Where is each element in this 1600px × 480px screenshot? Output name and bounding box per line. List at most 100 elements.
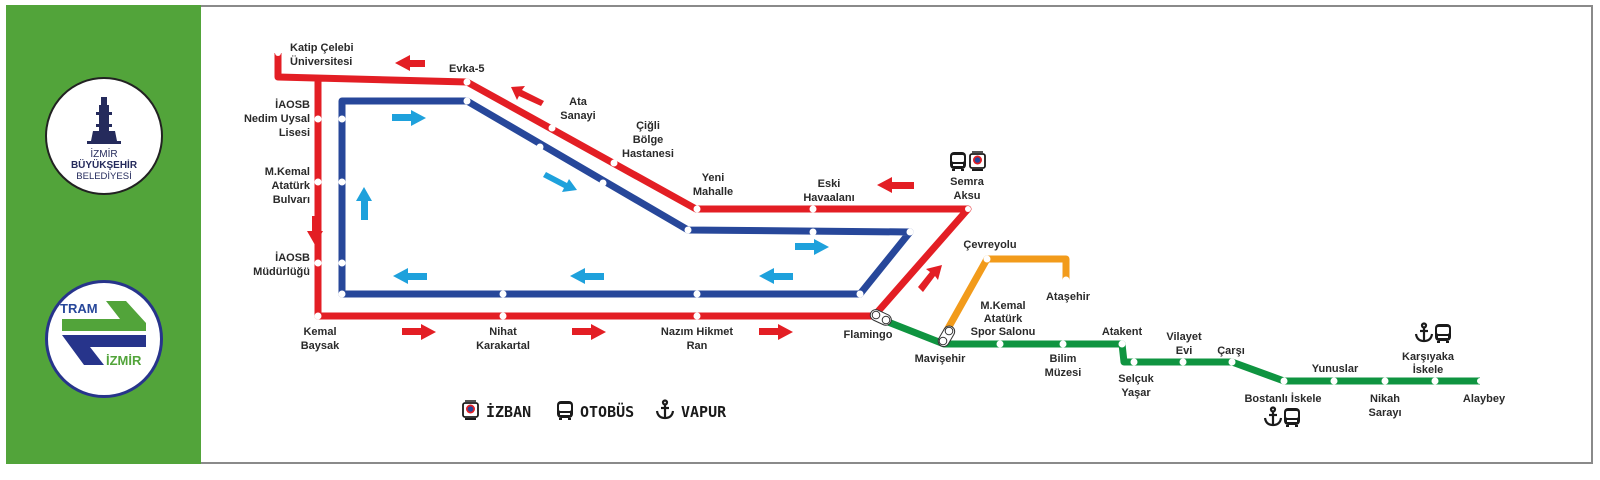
station-dot[interactable] [856,290,864,298]
station-label-mkemal-spor: Atatürk [984,313,1023,325]
station-dot[interactable] [1431,377,1439,385]
blue-direction-arrows [356,110,829,284]
station-label-yeni-mahalle: Mahalle [693,186,733,198]
station-dot[interactable] [693,290,701,298]
station-dot[interactable] [599,179,607,187]
station-dot[interactable] [906,228,914,236]
arrow-upleft-icon [511,86,544,106]
logo-text-izmir: İZMİR [90,147,117,160]
anchor-icon [1263,406,1283,427]
station-label-cigli-bolge: Hastanesi [622,148,674,160]
station-dot[interactable] [463,78,471,86]
station-dot[interactable] [314,115,322,123]
station-dot[interactable] [1179,358,1187,366]
bus-icon [557,401,573,420]
station-label-flamingo: Flamingo [844,329,893,341]
station-dot[interactable] [463,97,471,105]
station-dot[interactable] [965,206,971,212]
arrow-left-icon [877,177,914,193]
station-dot[interactable] [1130,358,1138,366]
izmir-buyuksehir-logo: İZMİR BÜYÜKŞEHİR BELEDİYESİ [45,77,163,195]
station-label-vilayet-evi: Evi [1176,345,1193,357]
station-dot[interactable] [1280,377,1288,385]
station-label-karsiyaka-iskele: İskele [1413,363,1444,376]
station-label-ata-sanayi: Sanayi [560,110,595,122]
station-label-selcuk-yasar: Yaşar [1121,387,1151,399]
station-label-iaosb-mudurlugu: Müdürlüğü [253,266,310,278]
bostanli-transfer-icons [1263,406,1300,427]
station-label-cigli-bolge: Çiğli [636,120,660,132]
green-arrow-shape [62,301,146,331]
bus-icon [1435,324,1451,343]
arrow-right-icon [392,110,426,126]
station-dot[interactable] [693,205,701,213]
station-dot[interactable] [809,205,817,213]
station-label-atakent: Atakent [1102,326,1143,338]
station-label-atasehir: Ataşehir [1046,291,1091,303]
arrow-down-icon [307,216,323,245]
station-dot[interactable] [983,255,991,263]
legend: İZBAN OTOBÜS VAPUR [462,399,727,421]
station-dot [944,326,954,336]
station-label-bilim-muzesi: Bilim [1050,353,1077,365]
station-label-nikah-sarayi: Sarayı [1368,407,1401,419]
station-label-mkemal-bulvari: Bulvarı [273,194,310,206]
station-dot[interactable] [809,228,817,236]
station-label-mkemal-spor: Spor Salonu [971,326,1036,338]
station-dot[interactable] [338,290,346,298]
arrow-right-icon [795,239,829,255]
station-dots [275,50,1483,385]
station-dot[interactable] [1330,377,1338,385]
station-label-cigli-bolge: Bölge [633,134,664,146]
logo-text-tram: TRAM [60,301,98,316]
station-dot[interactable] [338,259,346,267]
station-label-iaosb-nedim: Nedim Uysal [244,113,310,125]
station-label-katip-celebi: Üniversitesi [290,55,352,68]
station-dot[interactable] [499,290,507,298]
station-dot[interactable] [1228,358,1236,366]
legend-item-izban: İZBAN [462,400,531,421]
station-label-yunuslar: Yunuslar [1312,363,1359,375]
station-label-carsi: Çarşı [1217,345,1245,357]
cevreyolu-branch-line [942,255,1070,334]
station-labels: Katip Çelebi Üniversitesi Evka-5 Ata San… [244,42,1506,419]
arrow-left-icon [759,268,793,284]
station-dot[interactable] [548,124,556,132]
station-label-nihat-karakartal: Nihat [489,326,517,338]
station-dot[interactable] [684,226,692,234]
station-label-selcuk-yasar: Selçuk [1118,373,1154,385]
station-dot[interactable] [996,340,1004,348]
red-direction-arrows [307,55,942,340]
station-dot[interactable] [499,312,507,320]
station-dot[interactable] [338,178,346,186]
station-dot[interactable] [1059,340,1067,348]
arrow-downright-icon [543,172,577,192]
arrow-upright-icon [918,265,942,292]
station-dot[interactable] [338,115,346,123]
station-dot[interactable] [314,178,322,186]
station-label-mkemal-bulvari: Atatürk [271,180,310,192]
cigli-line-outer [274,53,972,320]
station-dot[interactable] [275,50,281,56]
logo-text-belediyesi: BELEDİYESİ [76,171,131,182]
station-dot[interactable] [610,159,618,167]
station-dot[interactable] [1062,276,1070,284]
station-label-mkemal-bulvari: M.Kemal [265,166,310,178]
station-dot[interactable] [314,312,322,320]
station-label-kemal-baysak: Kemal [303,326,336,338]
legend-item-ferry: VAPUR [655,399,727,421]
station-dot[interactable] [1118,340,1126,348]
station-dot[interactable] [314,259,322,267]
station-dot[interactable] [1381,377,1389,385]
station-label-iaosb-nedim: Lisesi [279,127,310,139]
station-dot[interactable] [693,312,701,320]
station-dot[interactable] [536,143,544,151]
station-label-vilayet-evi: Vilayet [1166,331,1202,343]
station-dot[interactable] [1477,378,1483,384]
semra-aksu-transfer-icons [950,151,986,171]
station-label-eski-havaalani: Eski [818,178,841,190]
karsiyaka-line [874,313,1480,385]
station-label-bilim-muzesi: Müzesi [1045,367,1082,379]
arrow-left-icon [570,268,604,284]
